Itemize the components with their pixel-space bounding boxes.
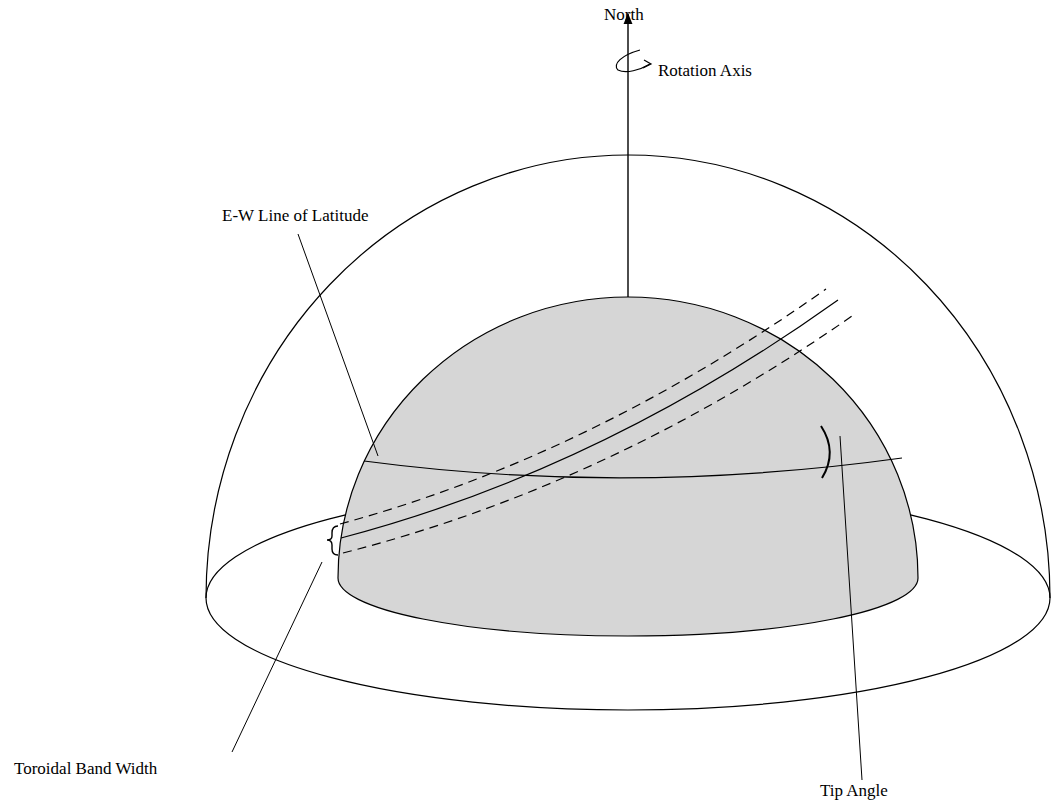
callout-label: Toroidal Band Width: [14, 760, 157, 779]
axis-label: North: [604, 6, 644, 25]
leader-line: [232, 562, 322, 752]
inner-hemisphere: [338, 297, 918, 636]
axis-label: Rotation Axis: [658, 62, 752, 81]
callout-label: Tip Angle: [820, 782, 888, 801]
tip-angle-arc: [821, 426, 830, 478]
tilted-circle: [341, 300, 838, 538]
rotation-axis: [627, 14, 628, 297]
leader-line: [840, 436, 862, 780]
callout-label: E-W Line of Latitude: [222, 207, 369, 226]
leader-line: [298, 234, 378, 456]
band-edge: [343, 316, 852, 553]
rotation-curl: [616, 50, 650, 72]
band-width-brace: [327, 526, 338, 555]
latitude-line: [364, 458, 902, 478]
band-edge: [340, 289, 826, 524]
rotation-curl-head: [643, 60, 651, 68]
